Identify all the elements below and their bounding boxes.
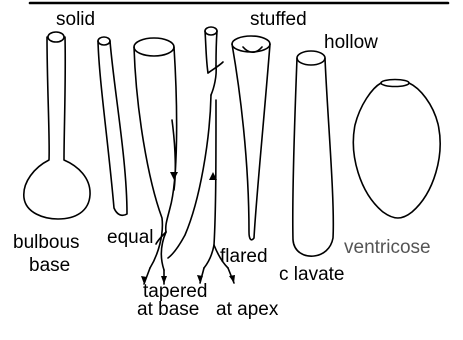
clavate-label: c lavate [279, 265, 344, 284]
equal-label: equal [107, 228, 154, 247]
bulbous-label-line1: bulbous [13, 233, 80, 252]
at-apex-label: at apex [216, 300, 278, 319]
ventricose-label: ventricose [344, 238, 431, 257]
bulbous-base-stipe [24, 32, 90, 219]
hollow-label: hollow [324, 33, 378, 52]
flared-stipe [232, 36, 270, 240]
tapered-label-line2: at base [137, 300, 199, 319]
bulbous-label-line2: base [29, 256, 70, 275]
equal-stipe [98, 37, 127, 215]
stuffed-label: stuffed [250, 10, 307, 29]
flared-label: flared [220, 247, 268, 266]
solid-label: solid [56, 10, 95, 29]
ventricose-stipe [353, 80, 440, 219]
clavate-stipe [293, 51, 334, 256]
